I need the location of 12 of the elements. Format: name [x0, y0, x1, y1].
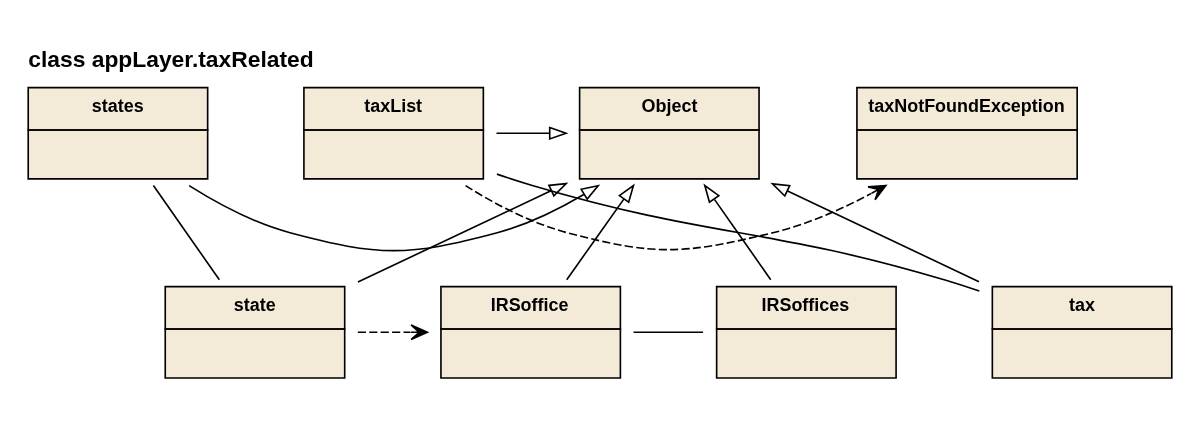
arrow	[703, 183, 772, 281]
arrow	[357, 182, 569, 283]
arrow	[464, 184, 887, 250]
arrow	[495, 125, 569, 140]
diagram-title: class appLayer.taxRelated	[28, 45, 314, 72]
connector	[496, 172, 981, 292]
arrow	[188, 183, 601, 251]
connector	[632, 330, 704, 333]
arrow	[770, 182, 980, 283]
arrow	[357, 323, 429, 340]
connector	[152, 184, 221, 281]
arrow	[565, 183, 635, 281]
